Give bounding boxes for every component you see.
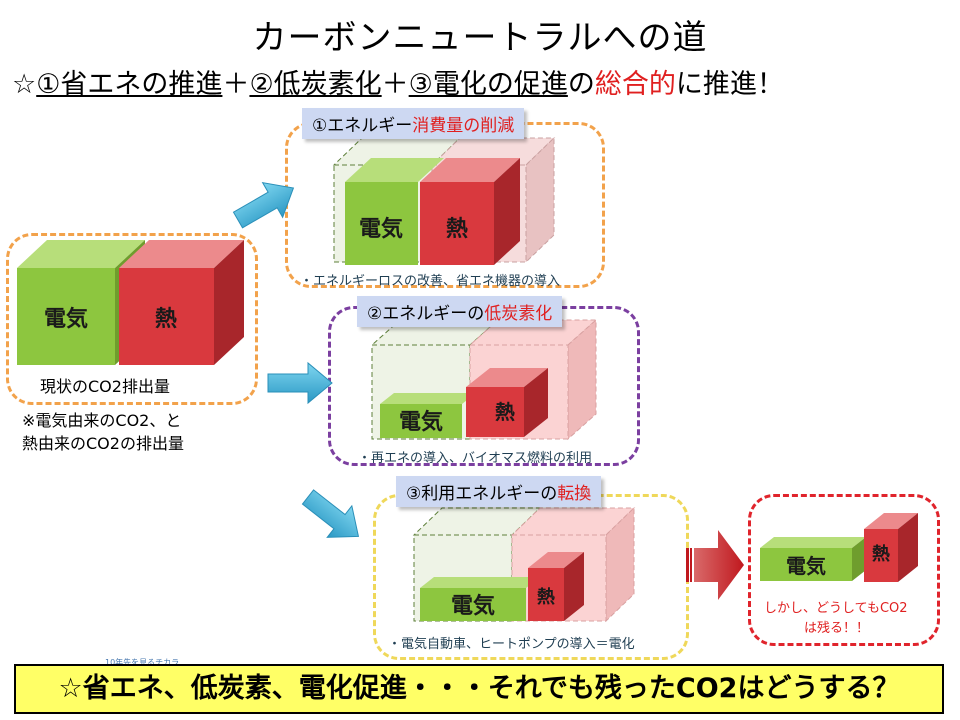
step1-label-highlight: 消費量の削減	[412, 116, 515, 136]
current-note-line-1: ※電気由来のCO2、と	[22, 411, 182, 430]
step1-label: ①エネルギー消費量の削減	[302, 108, 525, 139]
current-heat-cube	[119, 240, 244, 365]
subtitle-emphasis: 総合的	[594, 69, 676, 100]
subtitle-item-2: ②低炭素化	[249, 69, 382, 100]
current-heat-label: 熱	[155, 306, 177, 332]
slide-subtitle: ☆①省エネの推進＋②低炭素化＋③電化の促進の総合的に推進！	[12, 62, 952, 101]
subtitle-tail: に推進！	[675, 69, 784, 100]
step2-label-prefix: ②エネルギーの	[367, 304, 485, 324]
step3-note: ・電気自動車、ヒートポンプの導入＝電化	[388, 637, 635, 652]
arrow-to-step2-icon	[267, 361, 333, 405]
subtitle-particle: の	[567, 69, 595, 100]
result-box	[748, 494, 940, 646]
step3-heat-cube	[528, 552, 584, 621]
step2-heat-cube	[466, 368, 548, 437]
arrow-to-step1-icon	[232, 182, 295, 229]
result-note-line-2: は残る！！	[804, 621, 870, 636]
current-electricity-label: 電気	[44, 306, 88, 332]
result-heat-cube	[864, 513, 918, 582]
step1-note: ・エネルギーロスの改善、省エネ機器の導入	[300, 274, 561, 289]
subtitle-item-1: ①省エネの推進	[36, 69, 223, 100]
result-electricity-cube	[760, 537, 866, 581]
plus-symbol: ＋	[381, 69, 409, 100]
step1-heat-label: 熱	[446, 216, 468, 242]
subtitle-item-3: ③電化の促進	[408, 69, 568, 100]
result-electricity-label: 電気	[786, 554, 826, 578]
slide-title: カーボンニュートラルへの道	[252, 18, 708, 58]
step3-label: ③利用エネルギーの転換	[396, 476, 602, 507]
step2-heat-label: 熱	[495, 400, 515, 424]
current-note-line-2: 熱由来のCO2の排出量	[22, 434, 184, 453]
step1-electricity-cube	[345, 158, 444, 265]
step2-label: ②エネルギーの低炭素化	[357, 296, 563, 327]
step1-label-prefix: ①エネルギー	[312, 116, 413, 136]
result-note-line-1: しかし、どうしてもCO2	[764, 601, 908, 616]
step3-label-prefix: ③利用エネルギーの	[406, 484, 558, 504]
plus-symbol: ＋	[222, 69, 250, 100]
step2-electricity-cube	[380, 393, 476, 438]
bottom-message-bar: ☆省エネ、低炭素、電化促進・・・それでも残ったCO2はどうする？	[14, 664, 944, 714]
arrow-to-result-icon	[686, 530, 744, 600]
arrow-to-step3-icon	[301, 489, 360, 538]
step3-electricity-label: 電気	[451, 593, 495, 619]
step1-electricity-label: 電気	[359, 216, 403, 242]
current-caption: 現状のCO2排出量	[40, 377, 170, 396]
step2-electricity-label: 電気	[399, 409, 443, 435]
current-state-box	[6, 233, 258, 405]
step3-electricity-cube	[420, 577, 540, 621]
step3-heat-label: 熱	[537, 586, 555, 608]
step3-label-highlight: 転換	[557, 484, 592, 504]
star-symbol: ☆	[12, 69, 37, 100]
result-heat-label: 熱	[872, 543, 890, 565]
step1-heat-cube	[420, 158, 520, 265]
step2-label-highlight: 低炭素化	[484, 304, 553, 324]
watermark-text: 10年先を見るチカラ	[105, 658, 180, 667]
step2-note: ・再エネの導入、バイオマス燃料の利用	[358, 451, 593, 466]
